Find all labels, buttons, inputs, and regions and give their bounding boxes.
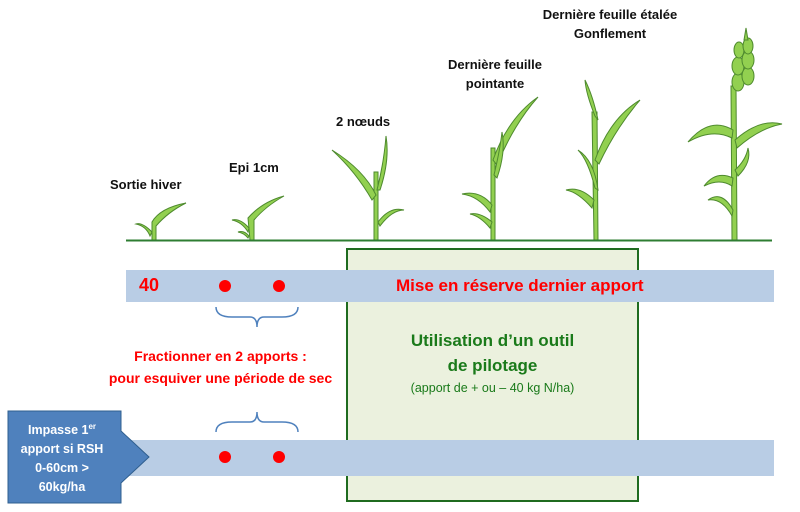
stage-label-line: Dernière feuille (448, 57, 542, 72)
stage-label-sortie-hiver: Sortie hiver (110, 175, 182, 194)
plant-growth-illustration (126, 27, 783, 242)
arrow-shape (7, 410, 150, 504)
stage-label-epi-1cm: Epi 1cm (229, 158, 279, 177)
brace-top (215, 306, 299, 328)
split-note: Fractionner en 2 apports : pour esquiver… (88, 345, 353, 389)
stage-label-line: pointante (465, 76, 525, 91)
stage-label-line: Epi 1cm (229, 160, 279, 175)
stage-label-line: Dernière feuille étalée (542, 7, 678, 22)
arrow-text-line-3: 0-60cm > (35, 461, 89, 476)
reserve-text: Mise en réserve dernier apport (396, 276, 644, 295)
stage-label-line: Gonflement (573, 26, 647, 41)
arrow-text-sup: er (88, 422, 97, 431)
split-note-line-2: pour esquiver une période de sec (108, 370, 333, 386)
wheat-plant-epi-1cm (231, 195, 285, 241)
split-note-line-1: Fractionner en 2 apports : (134, 348, 307, 364)
pilot-subtitle: (apport de + ou – 40 kg N/ha) (410, 381, 575, 395)
stage-label-2-noeuds: 2 nœuds (336, 112, 390, 131)
arrow-text-line-4: 60kg/ha (38, 480, 86, 495)
split-dose-dot-1 (219, 280, 231, 292)
top-application-band (126, 270, 774, 302)
pilot-title-line-2: de pilotage (447, 356, 538, 375)
bottom-application-band (126, 440, 774, 476)
split-dose-dot-2 (273, 280, 285, 292)
arrow-text: Impasse 1er apport si RSH 0-60cm > 60kg/… (10, 417, 114, 497)
wheat-plant-derniere-feuille-pointante (461, 96, 539, 241)
arrow-text-prefix: Impasse 1 (27, 423, 89, 438)
stage-label-derniere-feuille-pointante: Dernière feuille pointante (430, 55, 560, 93)
wheat-plant-sortie-hiver (134, 202, 187, 241)
pilot-title-line-1: Utilisation d’un outil (410, 331, 575, 350)
stage-label-derniere-feuille-etalee: Dernière feuille étalée Gonflement (525, 5, 695, 43)
bottom-dose-dot-2 (273, 451, 285, 463)
arrow-text-line-2: apport si RSH (20, 442, 104, 457)
bottom-dose-dot-1 (219, 451, 231, 463)
wheat-plant-2-noeuds (331, 135, 405, 241)
arrow-text-line-1: Impasse 1er (10, 417, 114, 440)
brace-bottom (215, 411, 299, 433)
wheat-plant-derniere-feuille-etalee (565, 79, 641, 241)
first-dose-value: 40 (139, 275, 160, 295)
stage-label-line: Sortie hiver (110, 177, 182, 192)
pilot-box-text: Utilisation d’un outil de pilotage (appo… (346, 328, 639, 395)
wheat-plant-gonflement (687, 27, 783, 241)
stage-label-line: 2 nœuds (336, 114, 391, 129)
